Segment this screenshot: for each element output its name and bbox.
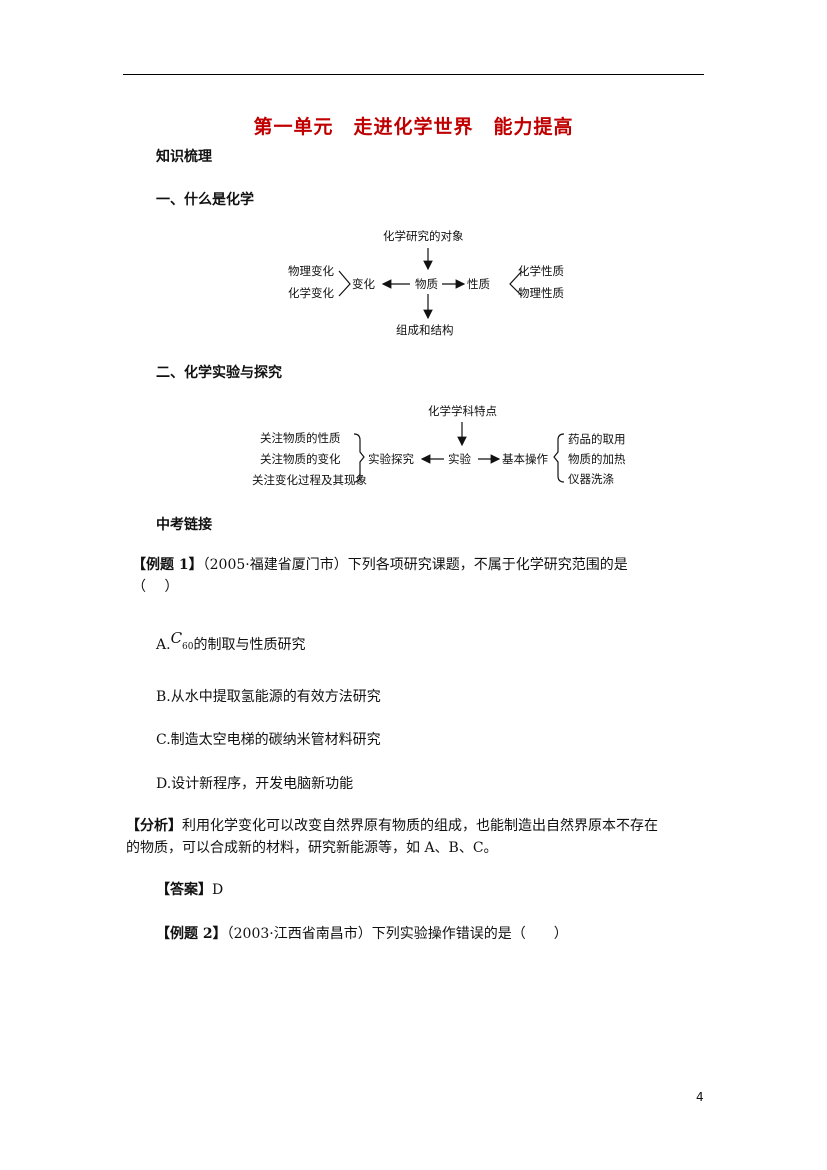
diag2-left-item-1: 关注物质的性质 (260, 431, 341, 445)
diag1-right-item-1: 化学性质 (518, 264, 564, 278)
analysis-label: 【分析】 (126, 818, 182, 834)
example-2-label: 【例题 2】 (156, 926, 227, 942)
option-a-text: 的制取与性质研究 (193, 637, 306, 653)
heading-experiment: 二、化学实验与探究 (156, 365, 282, 381)
diag2-left-item-2: 关注物质的变化 (260, 452, 341, 466)
diag1-right: 性质 (467, 277, 490, 291)
analysis-line-1: 利用化学变化可以改变自然界原有物质的组成，也能制造出自然界原本不存在 (182, 818, 658, 834)
heading-exam-link: 中考链接 (156, 517, 212, 533)
example-2: 【例题 2】（2003·江西省南昌市）下列实验操作错误的是（ ） (156, 923, 568, 945)
diag2-center: 实验 (448, 452, 471, 466)
diag2-right-item-3: 仪器洗涤 (568, 472, 614, 486)
option-b: B.从水中提取氢能源的有效方法研究 (156, 689, 381, 705)
diag1-left-item-1: 物理变化 (288, 264, 334, 278)
diag2-left-item-3: 关注变化过程及其现象 (252, 473, 367, 487)
example-1-text: （2005·福建省厦门市）下列各项研究课题，不属于化学研究范围的是 (202, 557, 628, 573)
diag1-top: 化学研究的对象 (383, 229, 464, 243)
page-number: 4 (696, 1090, 704, 1104)
diag1-right-item-2: 物理性质 (518, 286, 564, 300)
diag2-top: 化学学科特点 (428, 404, 497, 418)
diag2-right-item-2: 物质的加热 (568, 452, 626, 466)
heading-knowledge: 知识梳理 (156, 149, 212, 165)
diagram-what-is-chemistry: 化学研究的对象 物理变化 化学变化 变化 物质 性质 化学性质 物理性质 组成和… (288, 229, 564, 337)
diag1-bottom: 组成和结构 (396, 323, 454, 337)
answer-label: 【答案】 (156, 882, 212, 898)
diag1-center: 物质 (415, 277, 438, 291)
diag2-left: 实验探究 (368, 452, 414, 466)
option-c: C.制造太空电梯的碳纳米管材料研究 (156, 732, 381, 748)
header-rule (123, 74, 704, 75)
example-2-text: （2003·江西省南昌市）下列实验操作错误的是（ ） (226, 926, 568, 942)
answer-value: D (212, 882, 224, 898)
analysis: 【分析】利用化学变化可以改变自然界原有物质的组成，也能制造出自然界原本不存在 的… (126, 815, 716, 859)
example-1-blank: （ ） (132, 579, 179, 595)
example-1: 【例题 1】（2005·福建省厦门市）下列各项研究课题，不属于化学研究范围的是 … (132, 554, 712, 598)
diagram-experiment: 化学学科特点 关注物质的性质 关注物质的变化 关注变化过程及其现象 实验探究 实… (252, 404, 626, 487)
heading-what-is-chemistry: 一、什么是化学 (156, 192, 254, 208)
diag2-right-item-1: 药品的取用 (568, 432, 626, 446)
option-a-subscript: 60 (182, 641, 194, 652)
diag1-left: 变化 (352, 277, 375, 291)
option-a-formula: C (170, 629, 183, 647)
option-d: D.设计新程序，开发电脑新功能 (156, 776, 354, 792)
answer: 【答案】D (156, 879, 223, 901)
diag2-right: 基本操作 (502, 452, 548, 466)
option-a: A.C60的制取与性质研究 (156, 629, 306, 656)
example-1-label: 【例题 1】 (132, 557, 203, 573)
page-title: 第一单元 走进化学世界 能力提高 (253, 116, 574, 138)
diag1-left-item-2: 化学变化 (288, 286, 334, 300)
analysis-line-2: 的物质，可以合成新的材料，研究新能源等，如 A、B、C。 (126, 840, 498, 856)
option-a-prefix: A. (156, 637, 171, 653)
